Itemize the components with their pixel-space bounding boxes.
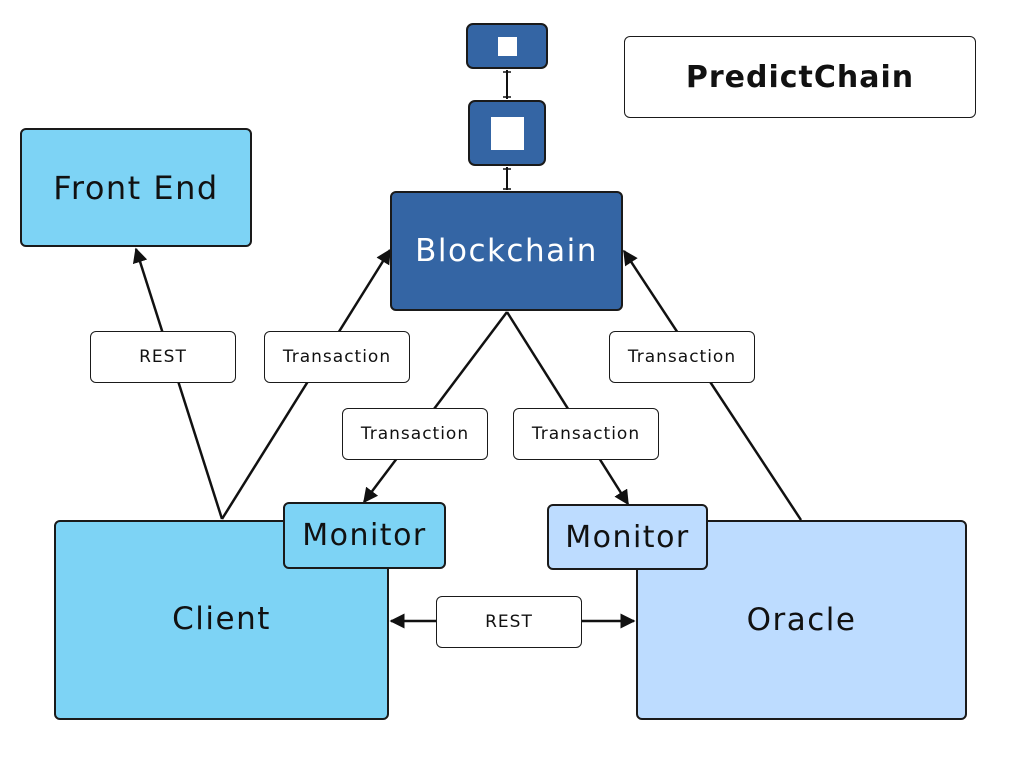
chain-block-large [468,100,546,166]
oracle-monitor-node: Monitor [547,504,708,570]
diagram-title: PredictChain [624,36,976,118]
edge-oracle-blockchain [622,249,803,521]
edge-label-client-blockchain: Transaction [264,331,410,383]
edge-label-oracle-blockchain: Transaction [609,331,755,383]
edge-label-blockchain-oracle-monitor: Transaction [513,408,659,460]
edge-client-front-end [132,247,224,520]
client-monitor-node: Monitor [283,502,446,569]
block-square-icon [497,36,517,56]
edge-client-blockchain [220,248,392,520]
edge-label-client-front-end: REST [90,331,236,383]
client-node: Client [54,520,389,720]
blockchain-node: Blockchain [390,191,623,311]
block-square-icon [490,116,524,150]
edge-label-client-oracle: REST [436,596,582,648]
chain-block-small [466,23,548,69]
edge-label-blockchain-client-monitor: Transaction [342,408,488,460]
edge-blockchain-client-monitor [363,311,508,504]
front-end-node: Front End [20,128,252,247]
